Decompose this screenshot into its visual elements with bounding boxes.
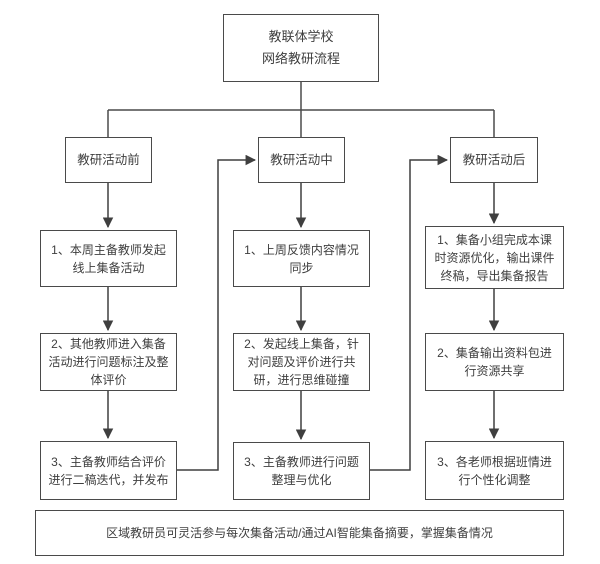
node-during-step-2: 2、发起线上集备，针对问题及评价进行共研，进行思维碰撞	[233, 333, 370, 391]
node-before-step-2: 2、其他教师进入集备活动进行问题标注及整体评价	[40, 333, 177, 391]
node-header-before: 教研活动前	[65, 137, 152, 183]
node-footer-note: 区域教研员可灵活参与每次集备活动/通过AI智能集备摘要，掌握集备情况	[35, 510, 564, 556]
connector-before-step3-to-during-header	[177, 154, 257, 471]
node-title: 教联体学校 网络教研流程	[223, 14, 379, 82]
node-after-step-3: 3、各老师根据班情进行个性化调整	[425, 441, 564, 500]
node-header-after: 教研活动后	[450, 137, 538, 183]
title-line-2: 网络教研流程	[261, 51, 340, 66]
node-during-step-1: 1、上周反馈内容情况同步	[233, 230, 370, 287]
title-line-1: 教联体学校	[268, 29, 334, 44]
node-header-during: 教研活动中	[258, 137, 345, 183]
node-before-step-1: 1、本周主备教师发起线上集备活动	[40, 230, 177, 287]
node-during-step-3: 3、主备教师进行问题整理与优化	[233, 442, 370, 500]
node-before-step-3: 3、主备教师结合评价进行二稿迭代，并发布	[40, 441, 177, 500]
connector-during-step3-to-after-header	[370, 154, 449, 471]
node-after-step-1: 1、集备小组完成本课时资源优化，输出课件终稿，导出集备报告	[425, 226, 564, 289]
node-after-step-2: 2、集备输出资料包进行资源共享	[425, 333, 564, 391]
